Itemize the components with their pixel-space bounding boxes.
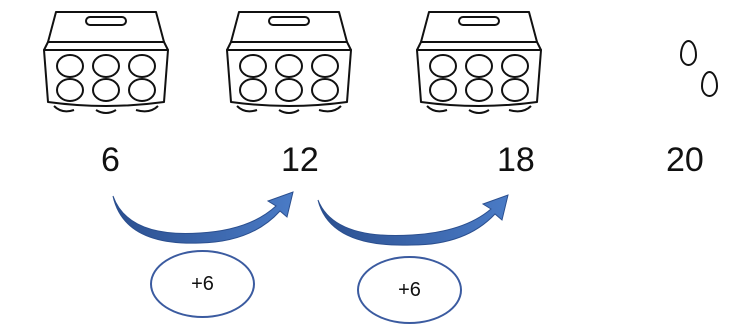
egg-carton-icon [226, 11, 352, 114]
egg-icon [680, 40, 697, 66]
jump-label: +6 [357, 256, 462, 324]
egg-carton-icon [43, 11, 169, 114]
jump-label: +6 [150, 250, 255, 318]
egg-carton-icon [416, 11, 542, 114]
number-label: 12 [281, 141, 319, 179]
curved-arrow-icon [317, 194, 509, 246]
curved-arrow-icon [112, 191, 294, 244]
jump-label-text: +6 [398, 278, 421, 301]
number-label: 18 [497, 141, 535, 179]
number-label: 20 [666, 141, 704, 179]
jump-label-text: +6 [191, 272, 214, 295]
number-label: 6 [101, 141, 120, 179]
egg-icon [701, 71, 718, 97]
